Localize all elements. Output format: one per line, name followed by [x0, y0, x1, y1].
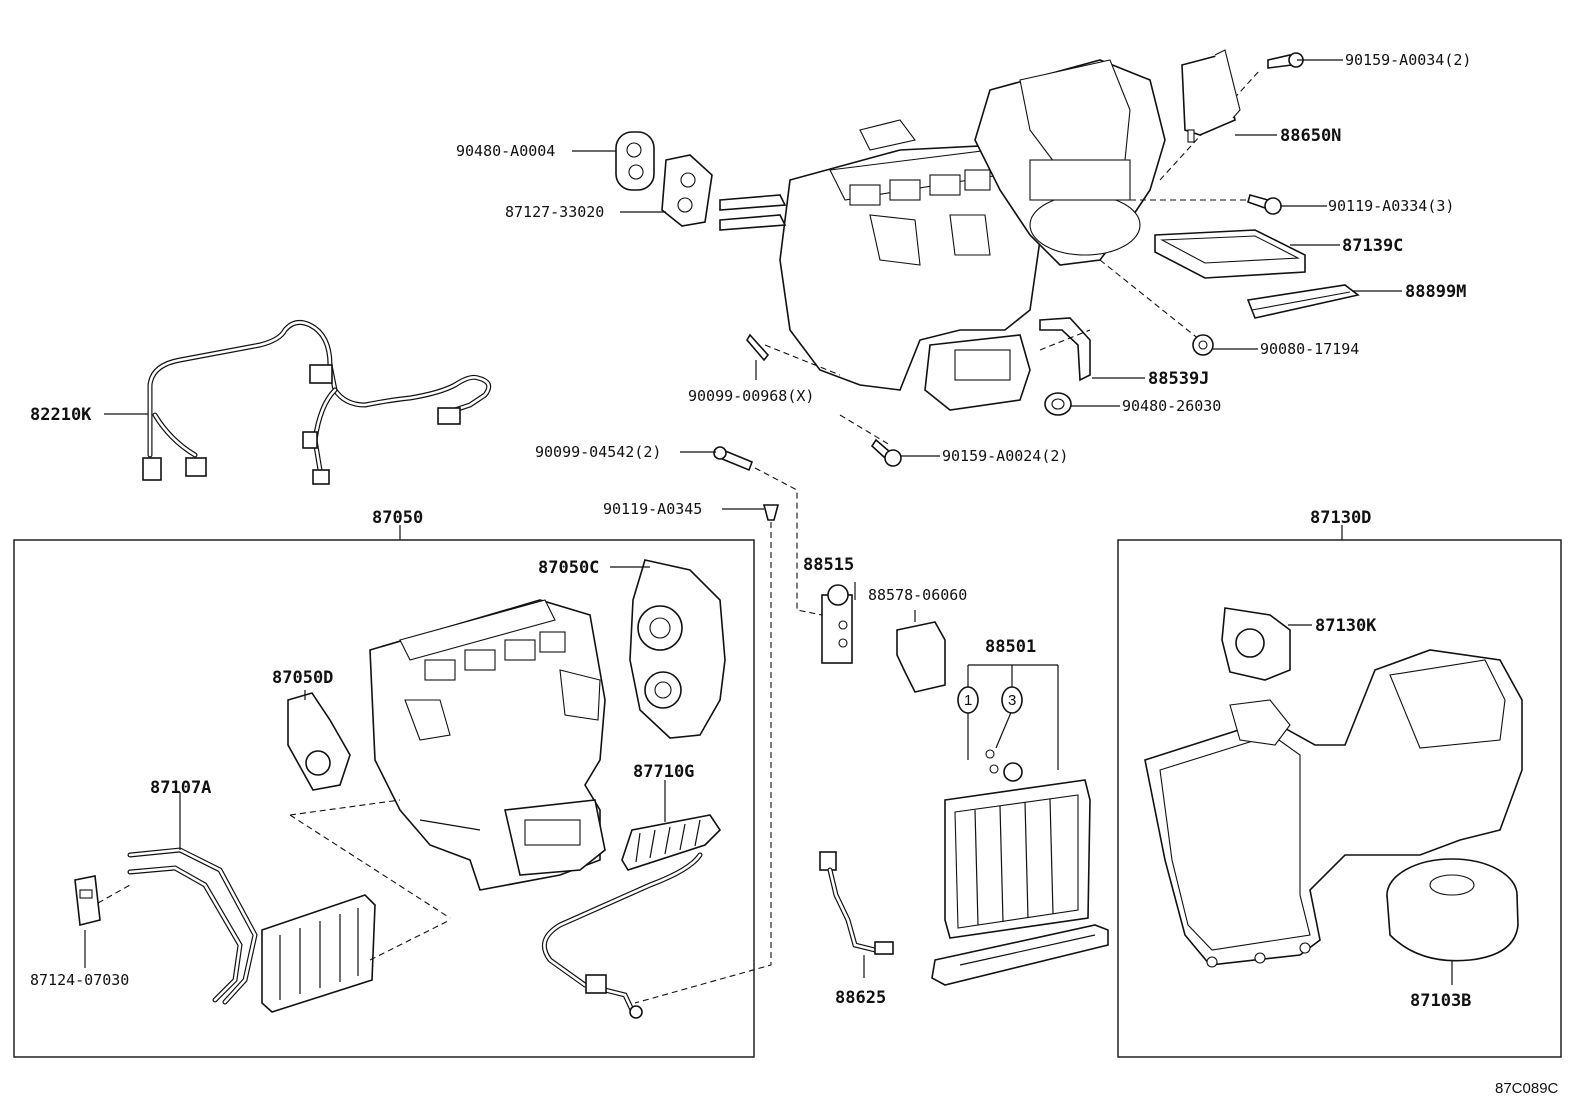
label-88899M: 88899M [1405, 282, 1466, 302]
label-90480-A0004: 90480-A0004 [456, 142, 555, 160]
heater-core-87710G-drawing [621, 814, 722, 871]
blower-motor-87103B-drawing [1386, 858, 1519, 985]
label-87130K: 87130K [1315, 616, 1377, 636]
callout-1: 1 [964, 692, 972, 709]
sensor-88625-drawing [819, 851, 894, 955]
assembly-87050-box [13, 539, 755, 1058]
label-87107A: 87107A [150, 778, 211, 798]
callout-1-circle [957, 686, 979, 714]
label-88501: 88501 [985, 637, 1036, 657]
callout-3: 3 [1008, 692, 1016, 709]
screw-90119-A0345-drawing [634, 504, 780, 1004]
evaporator-cover-drawing [931, 924, 1109, 986]
cover-88578-06060-drawing [896, 621, 946, 693]
blower-case-87130D-drawing [1144, 649, 1523, 968]
label-87127-33020: 87127-33020 [505, 203, 604, 221]
label-87050: 87050 [372, 508, 423, 528]
packing-87127-33020-drawing [661, 154, 713, 227]
label-90119-A0345: 90119-A0345 [603, 500, 702, 518]
heater-unit-87050-drawing [369, 599, 606, 891]
amplifier-88650N-drawing [1181, 49, 1241, 143]
label-90119-A0334: 90119-A0334(3) [1328, 197, 1454, 215]
cover-88899M-drawing [1246, 284, 1360, 319]
screw-90159-A0034-drawing [1267, 52, 1304, 69]
assembly-87130D-box [1117, 539, 1562, 1058]
expansion-valve-88515-drawing [821, 584, 853, 664]
figure-reference: 87C089C [1495, 1080, 1559, 1097]
callout-3-circle [1001, 686, 1023, 714]
label-88625: 88625 [835, 988, 886, 1008]
screw-90119-A0334-drawing [1247, 194, 1282, 215]
grommet-90480-A0004-drawing [615, 131, 655, 191]
label-87050D: 87050D [272, 668, 333, 688]
label-90099-04542: 90099-04542(2) [535, 443, 661, 461]
label-90080-17194: 90080-17194 [1260, 340, 1359, 358]
label-87124-07030: 87124-07030 [30, 971, 129, 989]
label-88539J: 88539J [1148, 369, 1209, 389]
pipe-87107A-drawing [127, 847, 376, 1013]
air-filter-87139C-drawing [1154, 229, 1306, 279]
grommet-90480-26030-drawing [1044, 392, 1072, 416]
evaporator-88501-drawing [944, 749, 1091, 939]
label-87139C: 87139C [1342, 236, 1403, 256]
screw-90159-A0024-drawing [870, 438, 902, 467]
label-87130D: 87130D [1310, 508, 1371, 528]
label-87710G: 87710G [633, 762, 694, 782]
ground-wire-drawing [541, 852, 703, 1019]
label-87050C: 87050C [538, 558, 599, 578]
bolt-90099-04542-drawing [713, 446, 823, 616]
servo-87050D-drawing [287, 692, 351, 791]
clip-90080-17194-drawing [1192, 334, 1214, 356]
leader-lines-87050 [84, 799, 451, 968]
clamp-87124-07030-drawing [74, 875, 101, 926]
label-82210K: 82210K [30, 405, 92, 425]
label-90099-00968: 90099-00968(X) [688, 387, 814, 405]
label-88515: 88515 [803, 555, 854, 575]
screw-90099-00968-drawing [746, 333, 770, 362]
label-90159-A0034: 90159-A0034(2) [1345, 51, 1471, 69]
part-labels: 90159-A0034(2) 88650N 90119-A0334(3) 871… [30, 51, 1559, 1097]
servo-87130K-drawing [1221, 607, 1291, 681]
servo-87050C-drawing [629, 559, 726, 739]
label-88578-06060: 88578-06060 [868, 586, 967, 604]
label-87103B: 87103B [1410, 991, 1471, 1011]
label-90480-26030: 90480-26030 [1122, 397, 1221, 415]
leader-lines-88501 [854, 582, 1059, 978]
label-90159-A0024: 90159-A0024(2) [942, 447, 1068, 465]
wire-harness-82210K-drawing [142, 319, 492, 485]
label-88650N: 88650N [1280, 126, 1341, 146]
heater-blower-assembly-top [719, 59, 1166, 411]
